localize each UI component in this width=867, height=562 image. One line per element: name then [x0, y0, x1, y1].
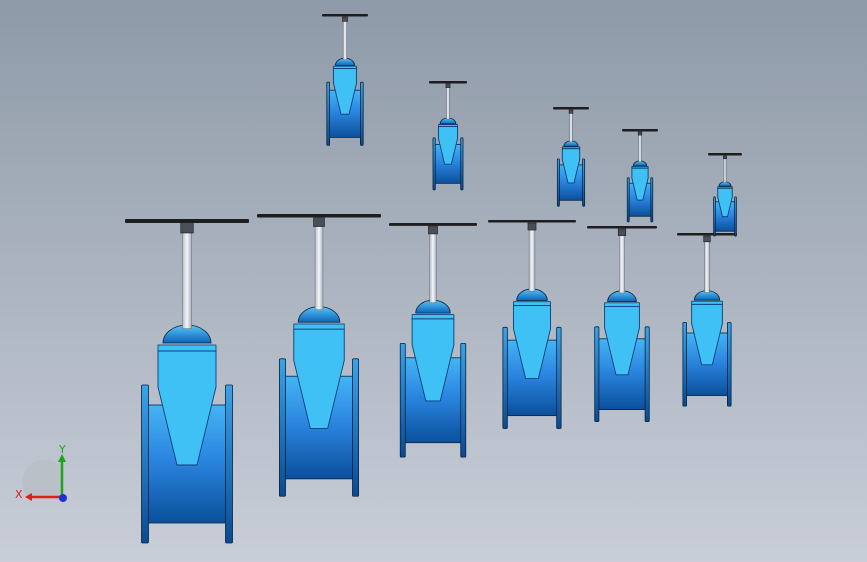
- valve-flange: [432, 137, 436, 191]
- valve-stem: [569, 112, 573, 143]
- stem-nut: [527, 222, 537, 231]
- valve-wedge: [691, 303, 723, 366]
- wedge-collar: [411, 314, 455, 320]
- valve-wedge: [293, 328, 345, 429]
- stem-nut: [637, 131, 643, 136]
- valve-flange: [352, 358, 359, 497]
- valve-large-1[interactable]: [125, 219, 249, 544]
- valve-flange: [141, 384, 149, 544]
- x-axis-arrow: [25, 493, 32, 501]
- wedge-collar: [293, 323, 345, 330]
- valve-handwheel: [322, 14, 368, 17]
- valve-large-4[interactable]: [488, 220, 576, 429]
- valve-wedge: [631, 167, 649, 201]
- stem-nut: [428, 225, 438, 235]
- wedge-collar: [604, 302, 640, 307]
- valve-wedge: [717, 187, 733, 218]
- valve-stem: [528, 228, 536, 292]
- valve-flange: [682, 321, 687, 407]
- valve-handwheel: [677, 233, 737, 236]
- valve-flange: [326, 81, 330, 146]
- valve-stem: [618, 234, 625, 294]
- valve-wedge: [512, 305, 552, 379]
- z-axis-dot: [59, 494, 67, 502]
- valve-handwheel: [587, 226, 657, 229]
- valve-small-5[interactable]: [708, 153, 742, 237]
- valve-handwheel: [488, 220, 576, 223]
- valve-handwheel: [257, 214, 381, 218]
- valve-wedge: [332, 68, 358, 115]
- valve-flange: [650, 177, 654, 223]
- valve-large-6[interactable]: [677, 233, 737, 407]
- wedge-collar: [691, 300, 723, 305]
- valve-flange: [460, 137, 464, 191]
- y-axis-arrow: [58, 454, 66, 462]
- valve-small-1[interactable]: [322, 14, 368, 146]
- axis-triad: X Y: [15, 443, 67, 502]
- valve-flange: [460, 342, 467, 458]
- wedge-collar: [513, 301, 551, 306]
- valve-wedge: [411, 318, 455, 402]
- stem-nut: [568, 109, 574, 114]
- stem-nut: [180, 221, 194, 234]
- valve-flange: [359, 81, 364, 146]
- valve-flange: [399, 342, 406, 458]
- stem-nut: [703, 235, 711, 243]
- valve-flange: [626, 177, 630, 223]
- valve-wedge: [437, 126, 459, 165]
- stem-nut: [342, 16, 348, 22]
- valve-stem: [429, 232, 437, 304]
- valve-handwheel: [429, 81, 467, 84]
- valve-stem: [704, 240, 710, 293]
- valve-wedge: [604, 305, 640, 376]
- valve-flange: [644, 326, 650, 422]
- valve-flange: [502, 326, 508, 429]
- stem-nut: [723, 155, 727, 160]
- valve-stem: [314, 224, 324, 311]
- valve-handwheel: [125, 219, 249, 223]
- valve-flange: [582, 158, 586, 207]
- valve-flange: [279, 358, 286, 497]
- valve-flange: [556, 158, 560, 207]
- valve-stem: [342, 20, 348, 60]
- valve-handwheel: [389, 223, 477, 226]
- valve-flange: [727, 321, 732, 407]
- stem-nut: [313, 216, 325, 227]
- valve-large-5[interactable]: [587, 226, 657, 422]
- valve-flange: [594, 326, 600, 422]
- x-axis-label: X: [15, 488, 23, 501]
- valve-flange: [556, 326, 562, 429]
- valve-flange: [225, 384, 233, 544]
- valve-handwheel: [708, 153, 742, 156]
- valve-wedge: [561, 148, 581, 184]
- valve-stem: [182, 230, 192, 329]
- valve-stem: [723, 157, 727, 183]
- y-axis-label: Y: [58, 443, 66, 456]
- valve-stem: [446, 86, 450, 120]
- valve-handwheel: [622, 129, 658, 132]
- stem-nut: [445, 83, 451, 88]
- valve-small-4[interactable]: [622, 129, 658, 223]
- valve-large-2[interactable]: [257, 214, 381, 497]
- valve-small-2[interactable]: [429, 81, 467, 191]
- valve-small-3[interactable]: [553, 107, 589, 207]
- valve-flange: [713, 196, 716, 237]
- valve-wedge: [157, 350, 217, 466]
- triad-plane-shading: [22, 459, 62, 497]
- wedge-collar: [157, 344, 217, 352]
- valve-handwheel: [553, 107, 589, 110]
- valve-large-3[interactable]: [389, 223, 477, 458]
- stem-nut: [617, 228, 627, 236]
- valve-stem: [638, 134, 642, 163]
- valve-flange: [734, 196, 737, 237]
